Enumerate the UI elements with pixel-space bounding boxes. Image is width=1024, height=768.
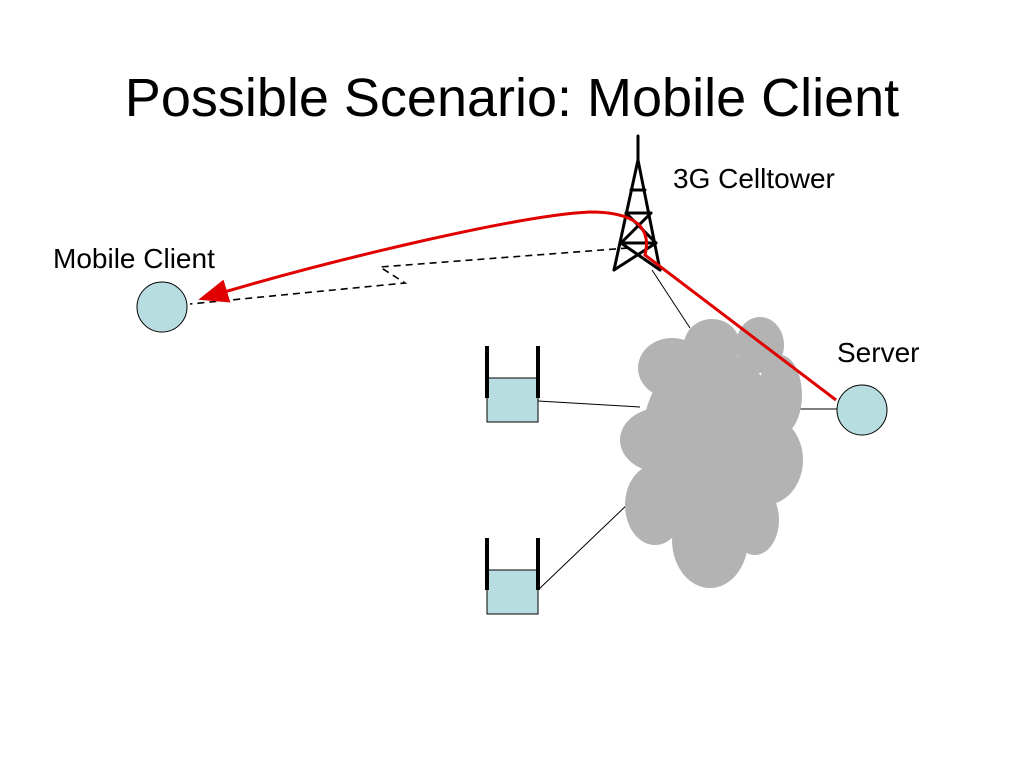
link-tower-cloud [651,269,691,329]
server-label: Server [837,337,919,368]
mobile-client-label: Mobile Client [53,243,215,274]
wireless-access-point-icon[interactable] [485,538,540,615]
slide-title: Possible Scenario: Mobile Client [124,68,900,128]
link-ap2-cloud [537,501,631,591]
server-node[interactable] [836,384,888,436]
cell-tower-icon [612,134,662,272]
wireless-link [189,247,629,305]
cloud-icon [620,317,803,588]
request-flow-path [198,210,837,402]
link-ap1-cloud [537,400,641,408]
wireless-access-point-icon[interactable] [485,346,540,423]
mobile-client-node[interactable] [136,281,188,333]
celltower-label: 3G Celltower [673,163,835,194]
